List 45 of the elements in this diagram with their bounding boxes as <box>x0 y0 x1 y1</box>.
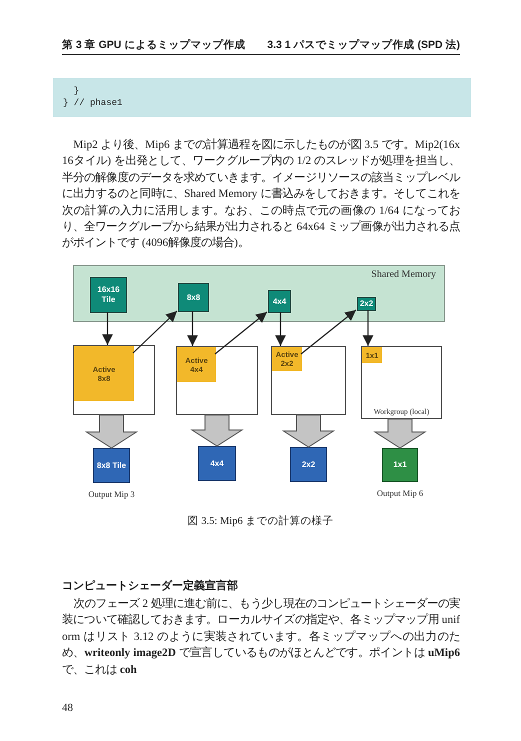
tile-box <box>357 297 376 311</box>
code-line: } <box>72 85 80 97</box>
tile-box <box>90 277 127 313</box>
tile-box <box>178 283 209 312</box>
active-region <box>74 346 134 401</box>
tile-box <box>268 290 291 313</box>
workgroup-box <box>176 346 258 415</box>
block-arrow <box>373 418 427 449</box>
workgroup-box <box>361 346 442 419</box>
running-header: 第 3 章 GPU によるミップマップ作成 <box>62 38 246 52</box>
arrow <box>187 311 198 346</box>
active-region <box>362 347 382 363</box>
code-line: } // phase1 <box>63 97 122 109</box>
arrow <box>102 312 113 345</box>
node-label: 2x2 <box>360 299 374 309</box>
node-label: 8x8 Tile <box>96 460 126 470</box>
block-arrow <box>282 414 336 448</box>
arrow <box>300 310 356 354</box>
arrow <box>132 310 178 354</box>
shared-memory-band <box>73 265 445 322</box>
block-arrow <box>190 414 244 447</box>
page-number: 48 <box>62 702 73 714</box>
output-tile <box>290 447 327 482</box>
node-label: 2x2 <box>302 460 316 470</box>
node-label: Shared Memory <box>371 269 436 280</box>
output-tile <box>198 446 236 481</box>
figure-caption: 図 3.5: Mip6 までの計算の様子 <box>188 516 334 527</box>
node-label: 1x1 <box>393 460 407 470</box>
node-label: 8x8 <box>186 292 200 302</box>
workgroup-box <box>271 346 346 415</box>
paragraph: 次のフェーズ 2 処理に進む前に、もう少し現在のコンピュートシェーダーの実装について確認しておきます。ローカルサイズの指定や、各ミップマップ用 uniform はリスト 3.12 のように実装されています。各ミップマップへの出力のため、writeonly image2D で宣言しているものがほとんどです。ポイントは uMip6 で、これは coh <box>62 596 460 678</box>
arrow <box>362 310 374 346</box>
paragraph: Mip2 より後、Mip6 までの計算過程を図に示したものが図 3.5 です。Mip2(16x16タイル) を出発として、ワークグループ内の 1/2 のスレッドが処理を担当し、半分の解像度のデータを求めていきます。イメージリソースの該当ミップレベルに出力するのと同時に、Shared Memory に書込みをしておきます。そしてこれを次の計算の入力に活用します。なお、この時点で元の画像の 1/64 になっており、全ワークグループから結果が出力されると 64x64 ミップ画像が出力される点がポイントです (4096解像度の場合)。 <box>62 137 460 252</box>
node-label: 16x16 Tile <box>96 285 121 305</box>
workgroup-box <box>73 345 155 415</box>
node-label: 4x4 <box>272 296 286 306</box>
node-caption: Output Mip 3 <box>88 489 135 499</box>
node-label: 4x4 <box>210 458 224 468</box>
section-heading: コンピュートシェーダー定義宣言部 <box>62 578 238 593</box>
block-arrow <box>84 414 138 449</box>
node-caption: Output Mip 6 <box>376 488 424 498</box>
active-region <box>177 347 216 382</box>
arrow <box>214 312 268 354</box>
running-header: 3.3 1 パスでミップマップ作成 (SPD 法) <box>267 38 460 52</box>
arrow <box>275 312 286 346</box>
